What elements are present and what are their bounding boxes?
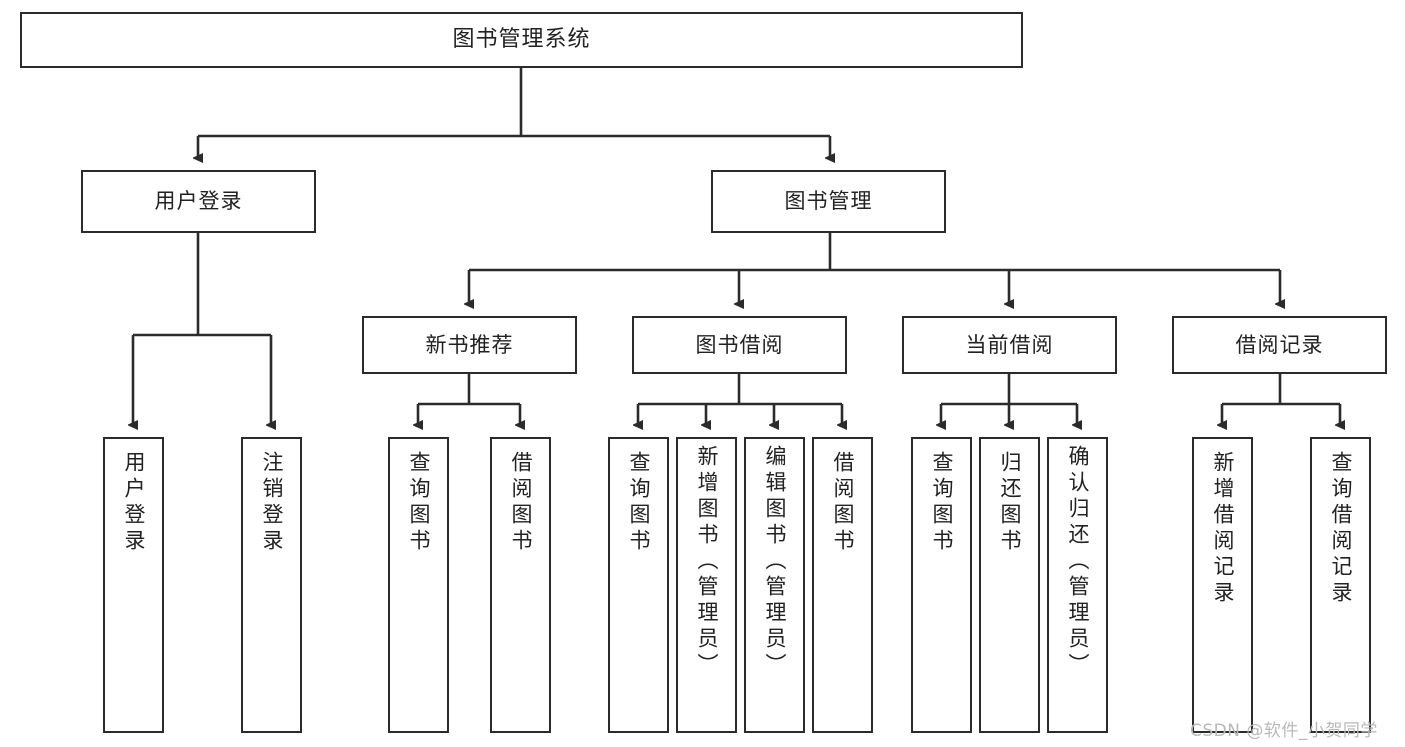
leaf-logout[interactable]: 注销登录 xyxy=(241,437,302,733)
node-new-book-recommend-label: 新书推荐 xyxy=(425,332,514,357)
leaf-logout-label: 注销登录 xyxy=(260,451,284,555)
leaf-newbook-query-book[interactable]: 查询图书 xyxy=(388,437,449,733)
node-current-borrow-label: 当前借阅 xyxy=(965,332,1054,357)
leaf-record-query[interactable]: 查询借阅记录 xyxy=(1310,437,1371,733)
node-borrow-record-label: 借阅记录 xyxy=(1235,332,1324,357)
leaf-record-query-label: 查询借阅记录 xyxy=(1329,451,1353,607)
leaf-current-confirm-return-label: 确认归还（管理员） xyxy=(1066,445,1090,679)
leaf-current-query-book[interactable]: 查询图书 xyxy=(911,437,972,733)
leaf-newbook-borrow-book[interactable]: 借阅图书 xyxy=(490,437,551,733)
node-book-borrow-label: 图书借阅 xyxy=(695,332,784,357)
node-user-login-label: 用户登录 xyxy=(154,189,243,214)
leaf-current-query-book-label: 查询图书 xyxy=(930,451,954,555)
node-root-system-label: 图书管理系统 xyxy=(452,27,591,53)
leaf-record-add[interactable]: 新增借阅记录 xyxy=(1192,437,1253,733)
leaf-user-login-label: 用户登录 xyxy=(122,451,146,555)
leaf-newbook-borrow-book-label: 借阅图书 xyxy=(509,451,533,555)
leaf-current-confirm-return[interactable]: 确认归还（管理员） xyxy=(1047,437,1108,733)
leaf-borrow-edit-book-label: 编辑图书（管理员） xyxy=(763,445,787,679)
node-user-login[interactable]: 用户登录 xyxy=(81,170,316,233)
node-current-borrow[interactable]: 当前借阅 xyxy=(902,316,1117,374)
node-book-management-label: 图书管理 xyxy=(784,189,873,214)
node-new-book-recommend[interactable]: 新书推荐 xyxy=(362,316,577,374)
node-book-borrow[interactable]: 图书借阅 xyxy=(632,316,847,374)
leaf-user-login[interactable]: 用户登录 xyxy=(103,437,164,733)
leaf-borrow-edit-book[interactable]: 编辑图书（管理员） xyxy=(744,437,805,733)
leaf-borrow-borrow-book[interactable]: 借阅图书 xyxy=(812,437,873,733)
csdn-watermark: CSDN @软件_小贺同学 xyxy=(1190,721,1378,741)
leaf-current-return-book-label: 归还图书 xyxy=(998,451,1022,555)
leaf-borrow-add-book-label: 新增图书（管理员） xyxy=(695,445,719,679)
node-book-management[interactable]: 图书管理 xyxy=(711,170,946,233)
node-root-system[interactable]: 图书管理系统 xyxy=(20,12,1023,68)
leaf-current-return-book[interactable]: 归还图书 xyxy=(979,437,1040,733)
node-borrow-record[interactable]: 借阅记录 xyxy=(1172,316,1387,374)
leaf-newbook-query-book-label: 查询图书 xyxy=(407,451,431,555)
leaf-borrow-query-book-label: 查询图书 xyxy=(627,451,651,555)
leaf-borrow-query-book[interactable]: 查询图书 xyxy=(608,437,669,733)
leaf-borrow-borrow-book-label: 借阅图书 xyxy=(831,451,855,555)
leaf-record-add-label: 新增借阅记录 xyxy=(1211,451,1235,607)
leaf-borrow-add-book[interactable]: 新增图书（管理员） xyxy=(676,437,737,733)
